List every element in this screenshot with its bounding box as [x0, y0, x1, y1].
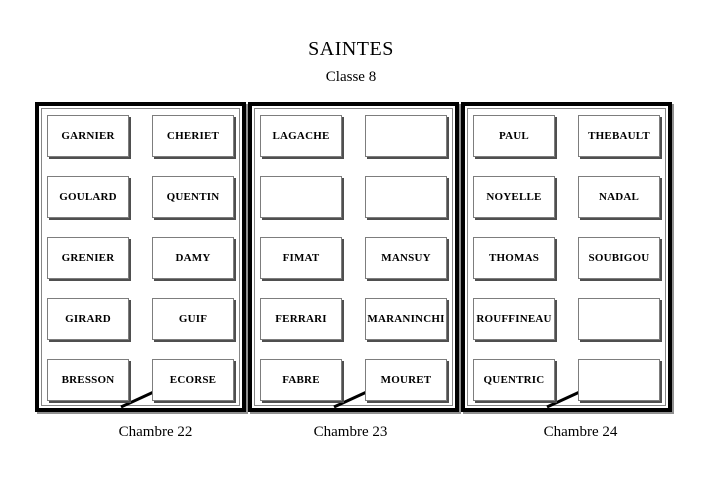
bed-box[interactable]: ROUFFINEAU	[473, 298, 555, 340]
bed-box[interactable]: GIRARD	[47, 298, 129, 340]
page-title: SAINTES	[308, 38, 394, 60]
bed-box[interactable]: GRENIER	[47, 237, 129, 279]
bed-box[interactable]: GUIF	[152, 298, 234, 340]
class-subtitle: Classe 8	[325, 69, 377, 85]
bed-box[interactable]	[365, 176, 447, 218]
bed-box[interactable]: GARNIER	[47, 115, 129, 157]
room-label-chambre-24: Chambre 24	[543, 424, 618, 440]
bed-box[interactable]: CHERIET	[152, 115, 234, 157]
bed-box[interactable]: PAUL	[473, 115, 555, 157]
room-chambre-22: GARNIER CHERIET GOULARD QUENTIN GRENIER …	[35, 102, 246, 412]
bed-box[interactable]: MOURET	[365, 359, 447, 401]
bed-box[interactable]: NOYELLE	[473, 176, 555, 218]
room-chambre-24: PAUL THEBAULT NOYELLE NADAL THOMAS SOUBI…	[461, 102, 672, 412]
bed-box[interactable]: FERRARI	[260, 298, 342, 340]
bed-box[interactable]	[260, 176, 342, 218]
room-label-chambre-23: Chambre 23	[313, 424, 388, 440]
bed-box[interactable]: ECORSE	[152, 359, 234, 401]
bed-box[interactable]: FIMAT	[260, 237, 342, 279]
bed-box[interactable]: FABRE	[260, 359, 342, 401]
bed-box[interactable]: DAMY	[152, 237, 234, 279]
bed-box[interactable]: MANSUY	[365, 237, 447, 279]
bed-box[interactable]: QUENTRIC	[473, 359, 555, 401]
bed-box[interactable]: BRESSON	[47, 359, 129, 401]
bed-box[interactable]: GOULARD	[47, 176, 129, 218]
bed-box[interactable]	[578, 298, 660, 340]
bed-box[interactable]: THEBAULT	[578, 115, 660, 157]
bed-box[interactable]: SOUBIGOU	[578, 237, 660, 279]
room-label-chambre-22: Chambre 22	[118, 424, 193, 440]
bed-box[interactable]: QUENTIN	[152, 176, 234, 218]
bed-box[interactable]: LAGACHE	[260, 115, 342, 157]
bed-box[interactable]: THOMAS	[473, 237, 555, 279]
room-chambre-23: LAGACHE FIMAT MANSUY FERRARI MARANINCHI …	[248, 102, 459, 412]
bed-box[interactable]	[365, 115, 447, 157]
bed-box[interactable]: NADAL	[578, 176, 660, 218]
bed-box[interactable]: MARANINCHI	[365, 298, 447, 340]
bed-box[interactable]	[578, 359, 660, 401]
